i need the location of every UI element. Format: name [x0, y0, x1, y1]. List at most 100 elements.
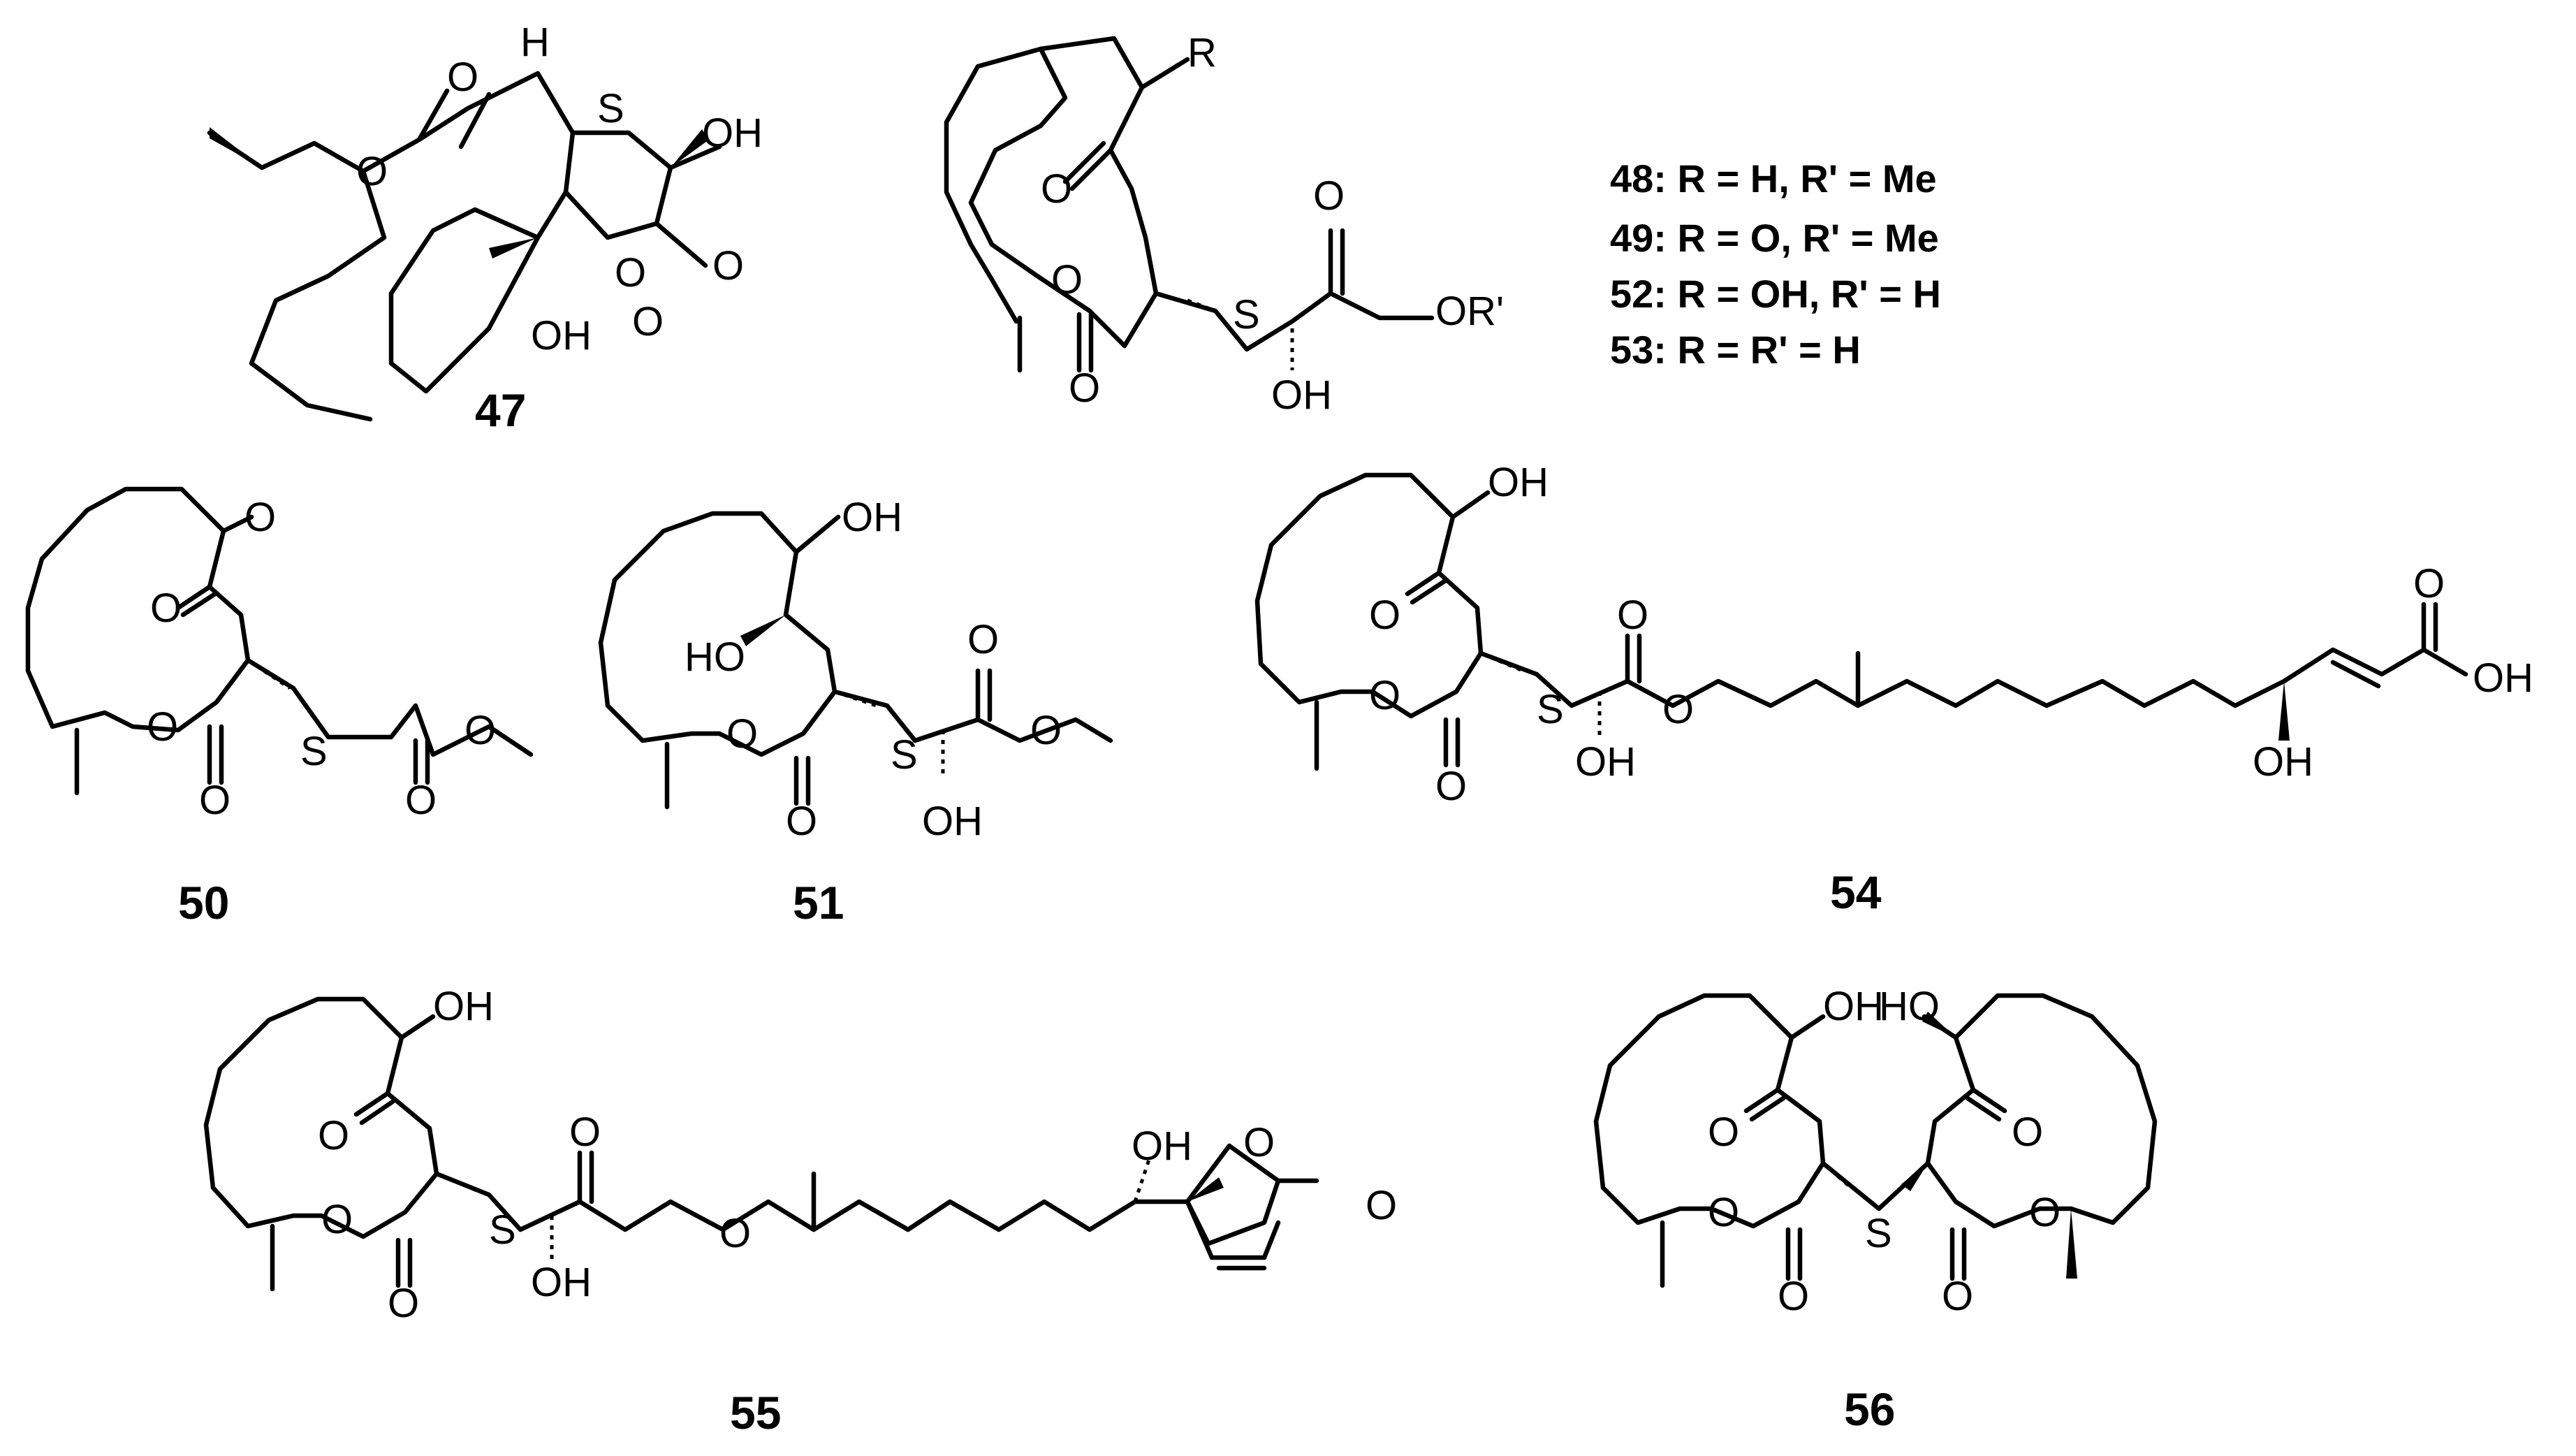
atom-O: O	[1051, 257, 1083, 303]
atom-O: O	[1369, 592, 1400, 638]
atom-O: O	[1708, 1109, 1739, 1155]
wedge-bond	[2278, 681, 2290, 741]
atom-O: O	[719, 1211, 751, 1256]
wedge-bond	[671, 129, 709, 168]
atom-S: S	[891, 732, 918, 778]
atom-O: O	[2012, 1109, 2043, 1155]
atom-OH: OH	[2253, 739, 2313, 785]
atom-OH: OH	[531, 313, 592, 358]
hashed-bond	[247, 658, 291, 690]
atom-O: O	[1366, 1183, 1397, 1228]
atom-OH: OH	[842, 495, 902, 540]
structure-54: OH O O O S O O OH OH O OH 54	[1254, 460, 2533, 918]
wedge-bond	[2066, 1209, 2077, 1279]
atom-O: O	[150, 585, 182, 631]
atom-O: O	[1069, 365, 1100, 411]
r-group-row-49: 49: R = O, R' = Me	[1610, 216, 1939, 260]
atom-OH: OH	[1132, 1123, 1192, 1169]
atom-OH: OH	[1488, 460, 1549, 505]
atom-O: O	[1313, 173, 1345, 219]
atom-OH: OH	[702, 110, 763, 156]
r-group-table: 48: R = H, R' = Me 49: R = O, R' = Me 52…	[1610, 156, 1941, 372]
atom-O: O	[318, 1113, 349, 1158]
hashed-bond	[1822, 1162, 1852, 1189]
atom-OH: OH	[531, 1260, 592, 1305]
atom-O: O	[569, 1109, 601, 1155]
hashed-bond	[1480, 651, 1523, 673]
atom-O: O	[1617, 592, 1648, 638]
atom-O: O	[615, 250, 646, 296]
atom-O: O	[1662, 687, 1694, 732]
wedge-bond	[1922, 1012, 1956, 1038]
atom-O: O	[786, 799, 817, 844]
hashed-bond	[795, 519, 836, 553]
compound-id-50: 50	[178, 877, 229, 929]
structure-48-53: R O O O S O OR' OH	[944, 30, 1504, 418]
wedge-bond	[1187, 1177, 1224, 1202]
atom-O: O	[726, 711, 758, 757]
atom-OH: OH	[1271, 372, 1332, 418]
r-group-row-48: 48: R = H, R' = Me	[1610, 156, 1937, 201]
hashed-bond	[436, 1172, 479, 1193]
atom-O: O	[147, 704, 178, 750]
atom-O: O	[388, 1281, 419, 1326]
atom-O: O	[1369, 673, 1400, 718]
atom-S: S	[489, 1207, 516, 1253]
atom-O: O	[1435, 764, 1467, 809]
atom-O: O	[464, 708, 496, 753]
structure-56: OH HO O O O O O O S 56	[1593, 984, 2158, 1435]
wedge-bond	[210, 127, 262, 168]
atom-O: O	[2413, 561, 2445, 606]
atom-R: R	[1187, 30, 1217, 75]
atom-O: O	[405, 778, 437, 823]
atom-O: O	[321, 1197, 353, 1242]
atom-O: O	[1942, 1274, 1973, 1319]
atom-S: S	[300, 729, 328, 774]
atom-O: O	[199, 778, 230, 823]
compound-id-51: 51	[793, 877, 844, 929]
atom-O: O	[1708, 1190, 1739, 1235]
atom-OH: OH	[922, 799, 983, 844]
atom-O: O	[967, 617, 999, 662]
atom-O: O	[356, 149, 388, 194]
atom-O: O	[244, 495, 276, 540]
atom-O: O	[2029, 1190, 2061, 1235]
atom-O: O	[712, 243, 744, 289]
atom-HO: HO	[685, 634, 745, 680]
compound-id-47: 47	[475, 384, 526, 436]
atom-O: O	[1030, 708, 1062, 753]
atom-O: O	[447, 54, 478, 100]
structure-50: O O O O S O O 50	[25, 486, 534, 929]
atom-S: S	[1537, 687, 1564, 732]
structure-55: OH O O O S O O OH OH O O 55	[203, 984, 1397, 1439]
atom-O: O	[1041, 166, 1072, 212]
hashed-bond	[1141, 61, 1182, 89]
atom-OH: OH	[1823, 984, 1884, 1029]
atom-S: S	[597, 86, 624, 131]
wedge-bond	[740, 615, 786, 646]
wedge-bond	[489, 238, 538, 259]
atom-HO: HO	[1879, 984, 1940, 1029]
atom-O: O	[632, 299, 664, 344]
atom-OH: OH	[2473, 655, 2533, 701]
atom-O: O	[1243, 1120, 1275, 1165]
compound-id-56: 56	[1844, 1383, 1895, 1435]
atom-S: S	[1865, 1211, 1892, 1256]
structure-47: O O S H OH O O O OH 47	[207, 20, 763, 436]
compound-id-54: 54	[1830, 866, 1882, 918]
atom-OR-prime: OR'	[1435, 289, 1504, 334]
r-group-row-52: 52: R = OH, R' = H	[1610, 272, 1941, 316]
wedge-bond	[1901, 1163, 1928, 1191]
hashed-bond	[1451, 493, 1486, 519]
atom-S: S	[1233, 292, 1260, 337]
hashed-bond	[834, 690, 877, 708]
atom-OH: OH	[1575, 739, 1636, 785]
r-group-row-53: 53: R = R' = H	[1610, 328, 1861, 372]
structure-51: OH HO O O S O O OH 51	[598, 495, 1113, 929]
atom-O: O	[1778, 1274, 1809, 1319]
compound-id-55: 55	[730, 1387, 781, 1439]
hashed-bond	[1133, 1159, 1151, 1202]
atom-OH: OH	[433, 984, 494, 1029]
atom-H: H	[520, 20, 550, 65]
